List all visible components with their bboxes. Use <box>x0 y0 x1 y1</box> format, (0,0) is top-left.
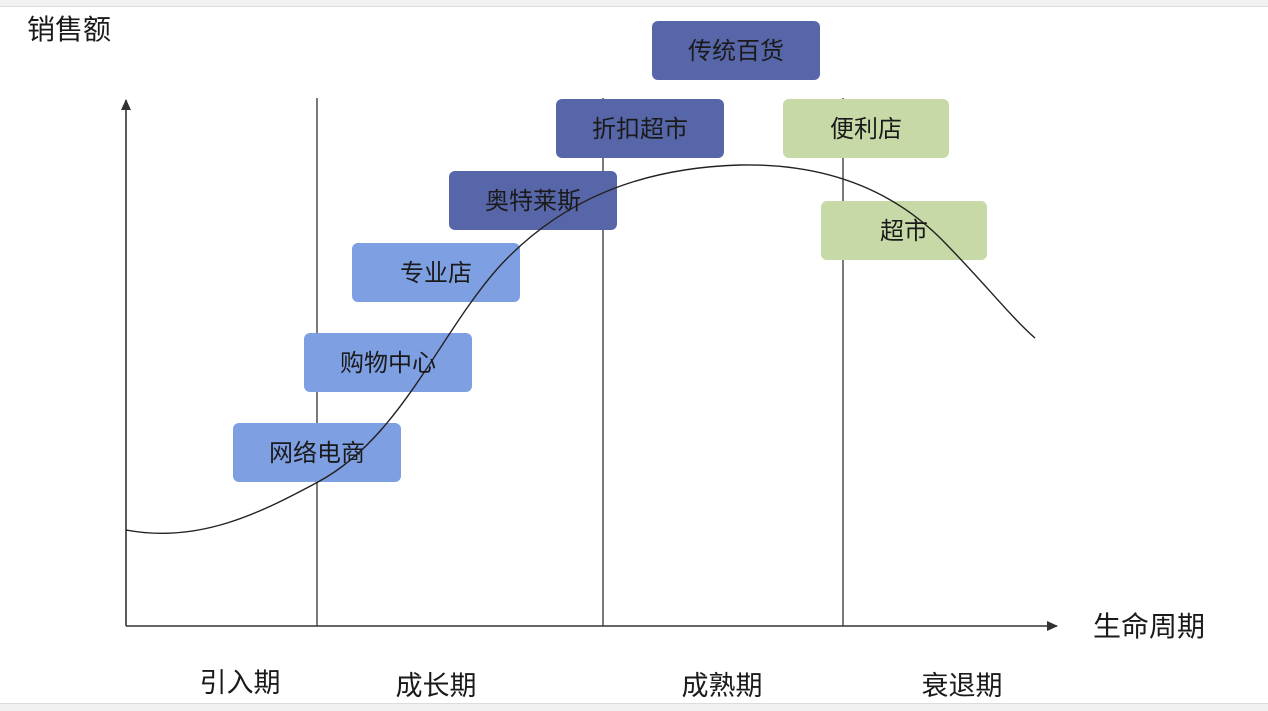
top-border <box>0 0 1268 7</box>
x-axis-label: 生命周期 <box>1093 610 1205 643</box>
format-box <box>352 243 520 302</box>
format-label: 折扣超市 <box>592 115 688 143</box>
format-box <box>233 423 401 482</box>
format-label: 网络电商 <box>269 439 365 467</box>
format-box <box>449 171 617 230</box>
phase-label: 衰退期 <box>922 671 1003 702</box>
format-label: 购物中心 <box>340 349 436 377</box>
lifecycle-curve <box>125 164 1036 534</box>
format-box <box>652 21 820 80</box>
format-box <box>304 333 472 392</box>
phase-label: 成熟期 <box>682 671 763 702</box>
format-label: 便利店 <box>830 115 902 143</box>
bottom-border <box>0 703 1268 711</box>
format-label: 超市 <box>880 217 928 245</box>
phase-label: 引入期 <box>200 668 281 699</box>
phase-label: 成长期 <box>396 671 477 702</box>
format-box <box>556 99 724 158</box>
format-label: 传统百货 <box>688 37 784 65</box>
format-label: 奥特莱斯 <box>485 187 581 215</box>
format-box <box>783 99 949 158</box>
format-box <box>821 201 987 260</box>
y-axis-label: 销售额 <box>27 13 111 46</box>
format-label: 专业店 <box>400 259 472 287</box>
